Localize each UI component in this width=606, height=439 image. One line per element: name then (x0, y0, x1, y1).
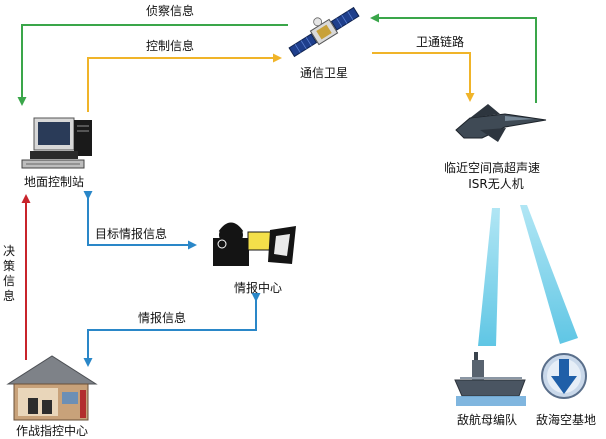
satellite-label: 通信卫星 (299, 66, 349, 80)
sensor-beam-left (478, 208, 500, 346)
target-intel-label: 目标情报信息 (95, 227, 168, 241)
command-center-icon (6, 355, 98, 421)
air-base-icon (541, 353, 587, 399)
control-info-label: 控制信息 (146, 39, 195, 53)
satellite-link-label: 卫通链路 (416, 35, 465, 49)
carrier-group-icon (454, 352, 526, 406)
arrow-intel-info (83, 293, 261, 367)
recon-info-label: 侦察信息 (146, 4, 195, 18)
intel-center-icon (213, 222, 296, 266)
isr-uav-icon (455, 104, 547, 142)
satellite-icon (288, 6, 360, 58)
arrow-satlink-to-uav (372, 52, 475, 102)
ground-station-computer-icon (21, 117, 92, 169)
uav-label-line1: 临近空间高超声速 (443, 161, 541, 175)
arrow-target-intel (83, 191, 197, 250)
arrow-control-info (87, 53, 282, 112)
ground-station-label: 地面控制站 (23, 175, 85, 189)
sensor-beam-right (520, 205, 578, 344)
carrier-group-label: 敌航母编队 (456, 413, 518, 427)
arrow-recon-info (17, 24, 288, 106)
command-center-label: 作战指控中心 (15, 424, 89, 438)
decision-info-label: 决策信息 (2, 244, 15, 303)
intel-info-label: 情报信息 (138, 311, 187, 325)
intel-center-label: 情报中心 (233, 281, 283, 295)
uav-label-line2: ISR无人机 (468, 177, 524, 191)
arrow-satlink-to-satellite (370, 13, 537, 103)
air-base-label: 敌海空基地 (535, 413, 597, 427)
